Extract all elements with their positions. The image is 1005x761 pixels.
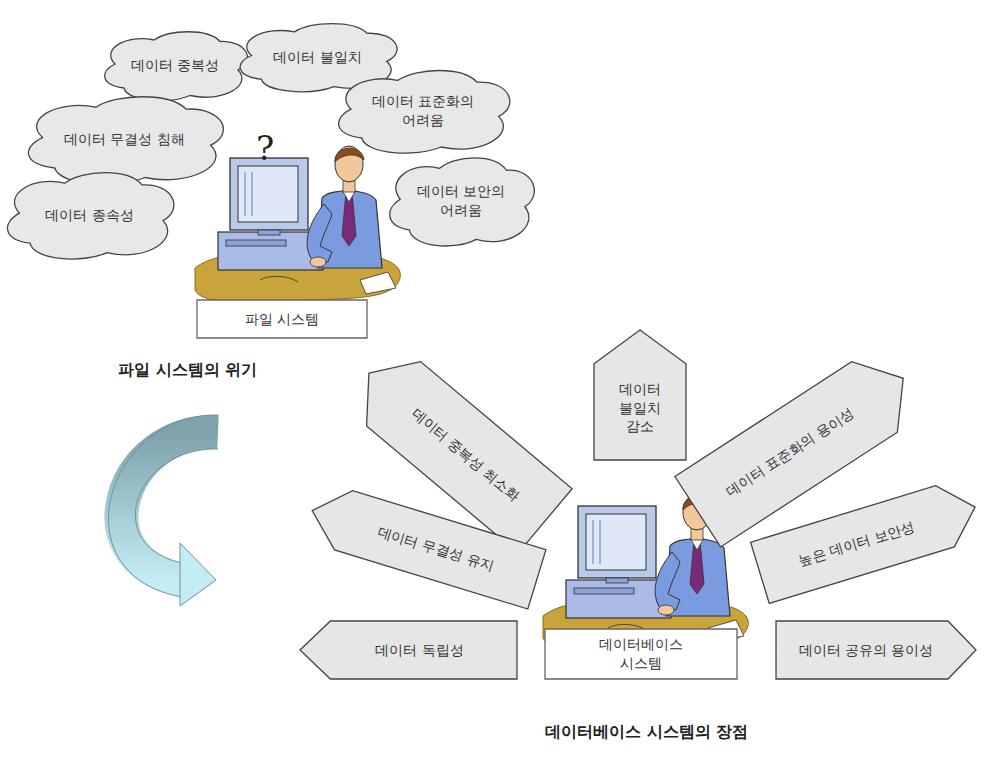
box-path (197, 300, 367, 338)
left-path (300, 621, 517, 679)
problem-cloud: 데이터 표준화의 어려움 (333, 66, 513, 156)
cloud-outline (385, 153, 537, 249)
problem-cloud: 데이터 종속성 (2, 168, 177, 262)
cloud-path (7, 173, 173, 259)
cloud-outline (333, 66, 513, 156)
text-wrap: 데이터 표준화의 어려움 (361, 92, 486, 130)
node-text: 데이터 무결성 침해 (64, 130, 185, 149)
benefit-arrow: 데이터 독립성 (300, 621, 517, 679)
node-text: 데이터 불일치 (273, 48, 361, 67)
node-text: 데이터베이스 시스템 (591, 635, 691, 673)
node-text: 데이터 공유의 용이성 (799, 641, 934, 660)
text-wrap: 데이터 공유의 용이성 (799, 641, 934, 660)
problem-cloud: 데이터 무결성 침해 (22, 92, 227, 187)
system-box: 파일 시스템 (197, 300, 367, 338)
node-text: 데이터 독립성 (375, 641, 463, 660)
problem-cloud: 데이터 중복성 (100, 28, 250, 103)
right-path (751, 477, 985, 604)
section-caption: 데이터베이스 시스템의 장점 (545, 722, 748, 743)
left-path (303, 481, 546, 609)
benefit-arrow: 데이터 공유의 용이성 (776, 621, 976, 679)
benefit-arrow: 데이터 불일치 감소 (594, 330, 686, 460)
text-wrap: 데이터 불일치 (273, 48, 361, 67)
up-path (594, 330, 686, 460)
node-text: 데이터 종속성 (45, 206, 133, 225)
text-wrap: 데이터 중복성 (131, 56, 219, 75)
node-text: 파일 시스템 (245, 310, 319, 329)
text-wrap: 데이터 종속성 (45, 206, 133, 225)
cloud-path (28, 97, 223, 184)
cloud-path (339, 71, 510, 154)
problem-cloud: 데이터 보안의 어려움 (385, 153, 537, 249)
cloud-path (390, 158, 535, 246)
text-wrap: 파일 시스템 (245, 310, 319, 329)
text-wrap: 데이터 보안의 어려움 (409, 182, 514, 220)
question-mark: ? (256, 128, 274, 168)
system-box: 데이터베이스 시스템 (545, 629, 737, 679)
section-caption: 파일 시스템의 위기 (118, 360, 257, 381)
node-text: 데이터 불일치 감소 (609, 380, 671, 437)
right-path (776, 621, 976, 679)
node-text: 데이터 중복성 (131, 56, 219, 75)
box-path (545, 629, 737, 679)
node-text: 데이터 표준화의 어려움 (361, 92, 486, 130)
text-wrap: 데이터 독립성 (375, 641, 463, 660)
text-wrap: 데이터 불일치 감소 (609, 380, 671, 437)
node-text: 데이터 보안의 어려움 (409, 182, 514, 220)
cloud-path (105, 32, 248, 101)
text-wrap: 데이터베이스 시스템 (591, 635, 691, 673)
text-wrap: 데이터 무결성 침해 (64, 130, 185, 149)
